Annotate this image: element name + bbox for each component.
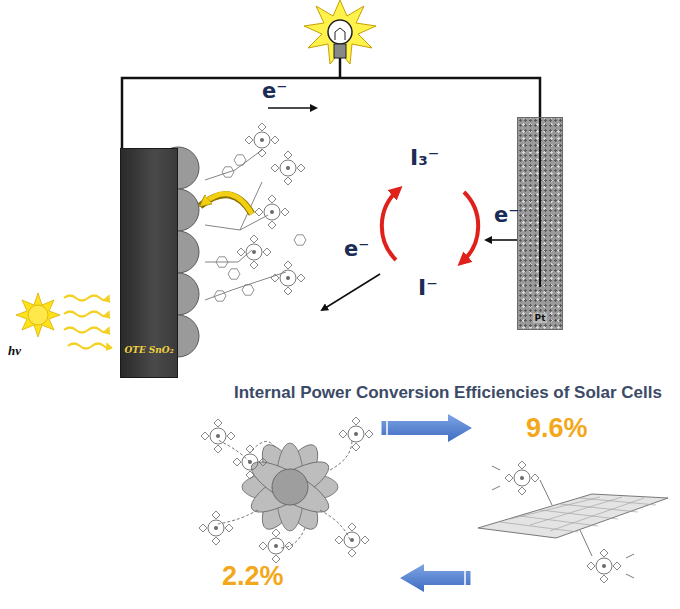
molecule-left bbox=[199, 417, 373, 563]
ion-label: I₃⁻ bbox=[410, 146, 439, 170]
sun bbox=[16, 293, 60, 337]
ion-label: I⁻ bbox=[418, 276, 438, 300]
arrow-stripe bbox=[386, 421, 388, 435]
dye-molecule bbox=[205, 123, 306, 301]
electrode-label: Pt bbox=[533, 313, 548, 323]
arrow-stripe bbox=[379, 421, 382, 435]
electrode-label: OTE bbox=[124, 345, 145, 355]
circuit-wire bbox=[122, 78, 540, 148]
text-group: Pt bbox=[533, 313, 548, 323]
molecule-right bbox=[478, 461, 668, 583]
electron-arrow bbox=[268, 107, 316, 109]
electron-label: e⁻ bbox=[344, 238, 369, 261]
electrode-wire bbox=[539, 118, 541, 287]
redox-arrow bbox=[462, 192, 478, 262]
light-rays bbox=[64, 296, 109, 349]
arrow-stripe bbox=[464, 571, 466, 585]
electrode-label: SnO₂ bbox=[149, 345, 174, 355]
photoanode-electrode: OTE SnO₂ bbox=[120, 148, 178, 378]
electron-arrow bbox=[486, 239, 517, 241]
redox-arrow bbox=[382, 190, 398, 260]
right-arrow bbox=[380, 414, 472, 442]
electron-arrow bbox=[322, 274, 380, 310]
light-bulb bbox=[304, 0, 376, 78]
efficiency-value: 2.2% bbox=[222, 562, 284, 592]
section-heading: Internal Power Conversion Efficiencies o… bbox=[234, 383, 662, 403]
left-arrow bbox=[400, 564, 472, 592]
photon-label: hν bbox=[8, 344, 21, 358]
efficiency-value: 9.6% bbox=[526, 414, 588, 444]
text-group: OTE SnO₂ bbox=[124, 345, 173, 355]
electron-label: e⁻ bbox=[494, 204, 519, 227]
counter-electrode: Pt bbox=[517, 117, 563, 330]
electron-label: e⁻ bbox=[262, 80, 287, 103]
arrow-stripe bbox=[471, 571, 474, 585]
injection-arrow bbox=[204, 194, 252, 214]
